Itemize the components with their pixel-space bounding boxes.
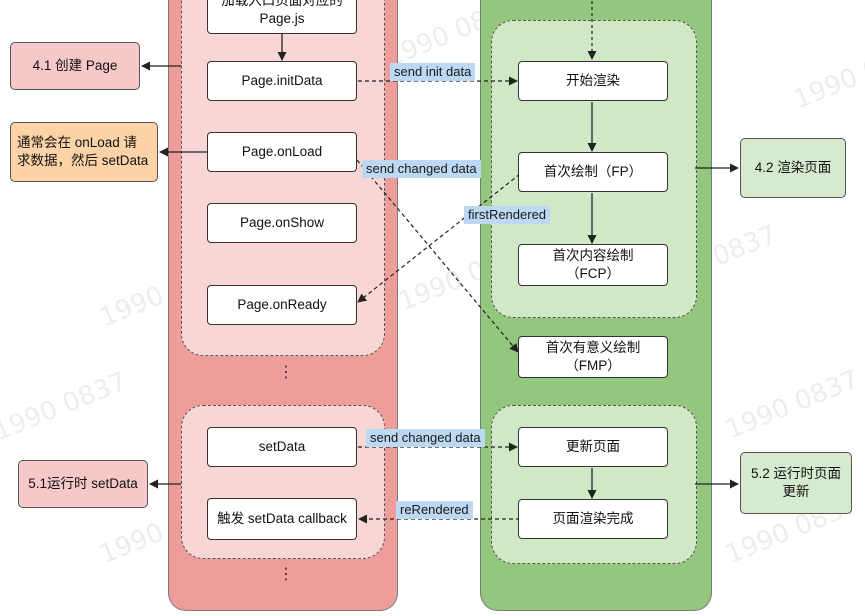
send-changed-data-label-2: send changed data (366, 429, 485, 447)
send-changed-data-label-1: send changed data (362, 160, 481, 178)
runtime-setdata-step: 5.1运行时 setData (18, 460, 148, 508)
first-rendered-label: firstRendered (464, 206, 551, 224)
send-init-data-label: send init data (390, 63, 476, 81)
page-initdata-box: Page.initData (207, 61, 357, 101)
load-entry-page-js-box: 加载入口页面对应的 Page.js (207, 0, 357, 34)
first-meaningful-paint-box: 首次有意义绘制 （FMP） (518, 336, 668, 378)
logic-continuation-ellipsis-1: ⋮ (278, 364, 294, 381)
page-onload-box: Page.onLoad (207, 132, 357, 172)
create-page-step: 4.1 创建 Page (10, 42, 140, 90)
page-onshow-box: Page.onShow (207, 203, 357, 243)
onload-note: 通常会在 onLoad 请 求数据，然后 setData (10, 122, 158, 182)
page-onready-box: Page.onReady (207, 285, 357, 325)
edge-first-rendered (357, 173, 521, 303)
setdata-box: setData (207, 427, 357, 467)
re-rendered-label: reRendered (396, 501, 473, 519)
render-complete-box: 页面渲染完成 (518, 499, 668, 539)
render-page-step: 4.2 渲染页面 (740, 138, 846, 198)
first-contentful-paint-box: 首次内容绘制 （FCP） (518, 244, 668, 286)
first-paint-box: 首次绘制（FP） (518, 152, 668, 192)
update-page-box: 更新页面 (518, 427, 668, 467)
footer-watermark: @稀土掘金技术社区 (730, 592, 857, 608)
runtime-page-update-step: 5.2 运行时页面 更新 (740, 452, 852, 514)
setdata-callback-box: 触发 setData callback (207, 498, 357, 540)
logic-continuation-ellipsis-2: ⋮ (278, 566, 294, 583)
edge-send-changed-data-1 (356, 159, 519, 353)
start-render-box: 开始渲染 (518, 61, 668, 101)
